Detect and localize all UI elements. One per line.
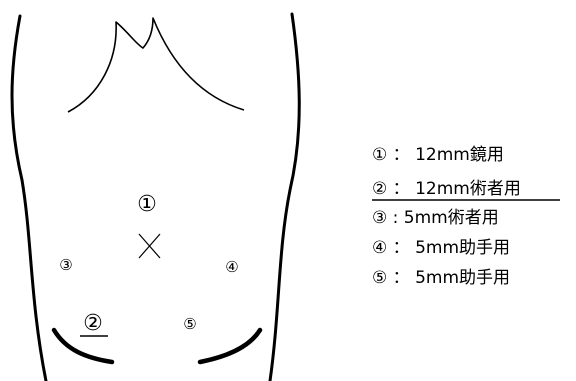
legend-sep-5: ： [393, 268, 410, 288]
legend-item-5: ⑤ ： 5mm助手用 [372, 268, 510, 288]
svg-text:⑤ ： 5mm助手用: ⑤ ： 5mm助手用 [372, 268, 510, 288]
legend: ① ： 12mm鏡用 ② ： 12mm術者用 ③ : 5mm術者用 ④ ： [372, 145, 560, 288]
legend-marker-1: ① [372, 145, 387, 165]
legend-item-4: ④ ： 5mm助手用 [372, 238, 510, 258]
svg-text:③ : 5mm術者用: ③ : 5mm術者用 [372, 208, 499, 228]
legend-marker-4: ④ [372, 238, 387, 258]
port-marker-3: ③ [59, 256, 72, 274]
legend-item-1: ① ： 12mm鏡用 [372, 145, 504, 165]
torso-left-outline [12, 16, 46, 381]
legend-item-2: ② ： 12mm術者用 [372, 179, 560, 200]
legend-text-3: 5mm術者用 [404, 208, 499, 228]
legend-marker-3: ③ [372, 208, 387, 228]
port-marker-4: ④ [225, 258, 238, 276]
legend-text-4: 5mm助手用 [415, 238, 510, 258]
svg-text:② ： 12mm術者用: ② ： 12mm術者用 [372, 179, 521, 199]
svg-text:① ： 12mm鏡用: ① ： 12mm鏡用 [372, 145, 504, 165]
legend-text-2: 12mm術者用 [415, 179, 521, 199]
right-inguinal-line [200, 330, 260, 362]
legend-sep-1: ： [393, 145, 410, 165]
svg-text:④ ： 5mm助手用: ④ ： 5mm助手用 [372, 238, 510, 258]
legend-marker-2: ② [372, 179, 387, 199]
torso-right-outline [270, 14, 299, 381]
legend-marker-5: ⑤ [372, 268, 387, 288]
umbilicus-cross-mark [139, 234, 160, 258]
port-marker-5: ⑤ [183, 315, 196, 333]
legend-sep-2: ： [393, 179, 410, 199]
legend-sep-3: : [393, 208, 399, 228]
legend-item-3: ③ : 5mm術者用 [372, 208, 499, 228]
legend-text-1: 12mm鏡用 [415, 145, 504, 165]
legend-text-5: 5mm助手用 [415, 268, 510, 288]
legend-sep-4: ： [393, 238, 410, 258]
rib-margin-outline [68, 18, 244, 112]
port-marker-2: ② [83, 311, 103, 336]
port-marker-1: ① [137, 192, 157, 217]
